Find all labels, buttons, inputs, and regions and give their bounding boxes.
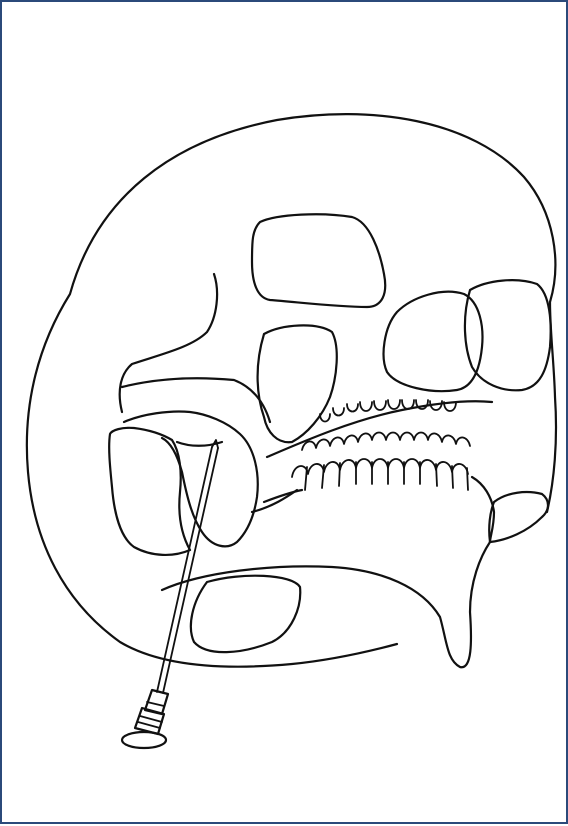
nasal-cavity	[258, 325, 337, 442]
mandible-inner-curve	[252, 490, 297, 512]
lower-teeth-ticks	[305, 462, 468, 490]
mandible-lower-contour	[162, 542, 490, 667]
chin-outline	[489, 492, 548, 542]
orbit-far-right	[465, 280, 551, 390]
orbit-upper	[252, 214, 385, 307]
mandible-body-line	[264, 477, 494, 542]
condylar-head	[109, 428, 190, 555]
mandible-foramen	[191, 576, 300, 652]
orbit-right	[384, 292, 483, 391]
cranium-outline	[27, 114, 556, 667]
syringe-needle	[122, 440, 218, 748]
lower-occlusal-teeth	[292, 459, 468, 477]
coronoid-process	[124, 411, 258, 546]
upper-occlusal-teeth	[302, 433, 470, 451]
zygomatic-arch	[120, 274, 217, 412]
